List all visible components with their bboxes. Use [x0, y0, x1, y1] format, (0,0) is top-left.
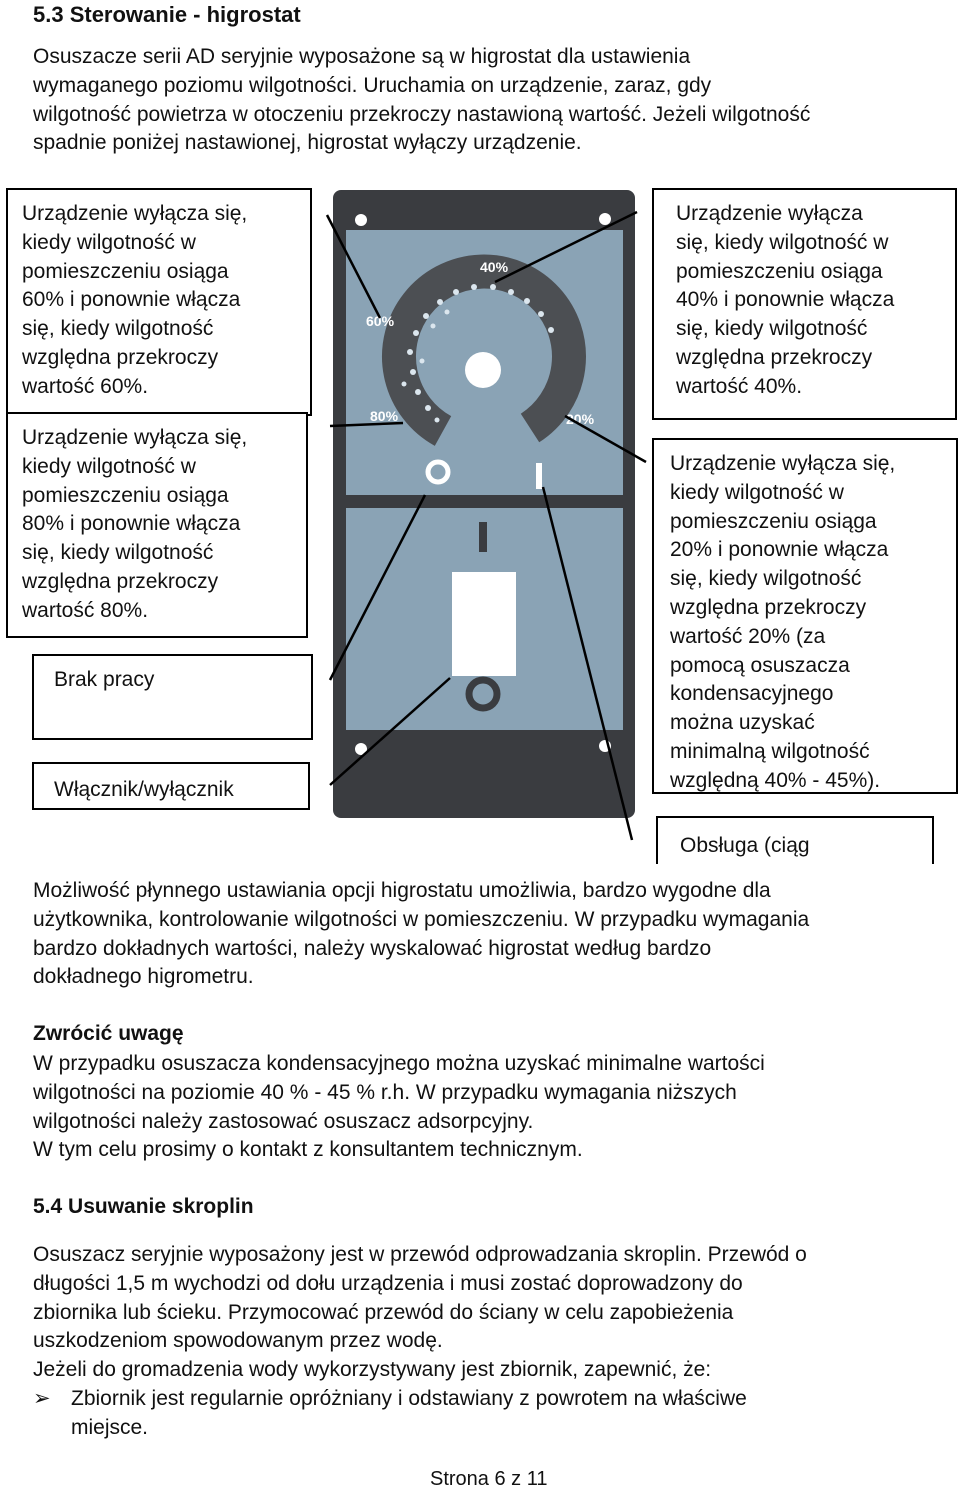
callout-80: Urządzenie wyłącza się, kiedy wilgotność… [6, 412, 308, 638]
section2-paragraph: Osuszacz seryjnie wyposażony jest w prze… [33, 1241, 807, 1385]
section2-heading: 5.4 Usuwanie skroplin [33, 1195, 254, 1218]
body-line: bardzo dokładnych wartości, należy wyska… [33, 936, 712, 960]
callout-line: Brak pracy [54, 668, 155, 691]
section2-line: Jeżeli do gromadzenia wody wykorzystywan… [33, 1358, 712, 1382]
callout-line: 20% i ponownie włącza [670, 538, 889, 562]
bullet-marker-icon: ➢ [33, 1387, 51, 1410]
note-line: W tym celu prosimy o kontakt z konsultan… [33, 1138, 583, 1162]
note-line: wilgotności należy zastosować osuszacz a… [33, 1109, 534, 1133]
dial-label-40: 40% [480, 259, 509, 275]
humidity-dial-arc[interactable] [381, 254, 586, 446]
dial-knob[interactable] [465, 352, 501, 388]
section2-line: zbiornika lub ścieku. Przymocować przewó… [33, 1300, 734, 1324]
callout-line: 60% i ponownie włącza [22, 288, 241, 312]
switch-on-mark-icon [479, 522, 487, 552]
callout-line: Urządzenie wyłącza [676, 202, 863, 225]
callout-line: można uzyskać [670, 711, 815, 735]
callout-line: Urządzenie wyłącza się, [22, 202, 248, 225]
mount-hole-icon [355, 743, 367, 755]
off-symbol-icon [425, 459, 451, 485]
callout-line: się, kiedy wilgotność [22, 541, 214, 565]
intro-line: Osuszacze serii AD seryjnie wyposażone s… [33, 45, 691, 68]
section2-line: Osuszacz seryjnie wyposażony jest w prze… [33, 1243, 807, 1266]
hygrostat-diagram: 40% 60% 80% 20% [325, 190, 647, 841]
intro-paragraph: Osuszacze serii AD seryjnie wyposażone s… [33, 43, 810, 158]
callout-line: pomieszczeniu osiąga [676, 259, 883, 283]
callout-line: pomieszczeniu osiąga [22, 483, 229, 507]
intro-line: spadnie poniżej nastawionej, higrostat w… [33, 131, 582, 155]
callout-line: względna przekroczy [22, 345, 219, 369]
on-symbol-icon [536, 463, 542, 489]
body-line: użytkownika, kontrolowanie wilgotności w… [33, 907, 810, 931]
callout-line: Obsługa (ciąg [680, 834, 810, 857]
callout-line: względna przekroczy [22, 569, 219, 593]
leader-lines [325, 210, 647, 841]
callout-line: kondensacyjnego [670, 682, 834, 706]
bullet-line: Zbiornik jest regularnie opróżniany i od… [71, 1387, 747, 1410]
callout-switch: Włącznik/wyłącznik [32, 762, 310, 810]
callout-line: się, kiedy wilgotność w [676, 230, 889, 254]
note-line: wilgotności na poziomie 40 % - 45 % r.h.… [33, 1080, 737, 1104]
body-paragraph: Możliwość płynnego ustawiania opcji higr… [33, 877, 809, 992]
intro-line: wymaganego poziomu wilgotności. Uruchami… [33, 73, 712, 97]
section2-line: uszkodzeniom spowodowanym przez wodę. [33, 1329, 443, 1353]
note-line: W przypadku osuszacza kondensacyjnego mo… [33, 1052, 765, 1075]
mount-hole-icon [599, 213, 611, 225]
note-heading: Zwrócić uwagę [33, 1022, 184, 1045]
callout-line: wartość 80%. [22, 598, 149, 622]
bullet-item: Zbiornik jest regularnie opróżniany i od… [71, 1385, 747, 1443]
dial-label-80: 80% [370, 408, 399, 424]
callout-line: pomieszczeniu osiąga [670, 509, 877, 533]
page-footer: Strona 6 z 11 [430, 1468, 548, 1490]
callout-line: się, kiedy wilgotność [22, 317, 214, 341]
dial-label-60: 60% [366, 313, 395, 329]
mount-hole-icon [355, 214, 367, 226]
callout-line: Urządzenie wyłącza się, [670, 452, 896, 475]
intro-line: wilgotność powietrza w otoczeniu przekro… [33, 102, 811, 126]
callout-line: względna przekroczy [676, 345, 873, 369]
section-heading: 5.3 Sterowanie - higrostat [33, 2, 301, 27]
callout-line: pomieszczeniu osiąga [22, 259, 229, 283]
switch-off-mark-icon [465, 676, 501, 712]
dial-label-20: 20% [566, 411, 595, 427]
callout-line: wartość 20% (za [670, 624, 826, 648]
callout-line: kiedy wilgotność w [22, 230, 196, 254]
callout-line: się, kiedy wilgotność [676, 317, 868, 341]
callout-line: się, kiedy wilgotność [670, 567, 862, 591]
callout-line: kiedy wilgotność w [670, 480, 844, 504]
callout-line: względna przekroczy [670, 595, 867, 619]
callout-line: pomocą osuszacza [670, 653, 850, 677]
callout-20: Urządzenie wyłącza się, kiedy wilgotność… [652, 438, 958, 794]
callout-line: wartość 60%. [22, 374, 149, 398]
callout-line: Urządzenie wyłącza się, [22, 426, 248, 449]
callout-40: Urządzenie wyłącza się, kiedy wilgotność… [652, 188, 957, 420]
callout-off: Brak pracy [32, 654, 313, 740]
callout-line: względną 40% - 45%). [670, 768, 881, 792]
power-switch[interactable] [452, 572, 516, 676]
droplet-icons [401, 284, 554, 423]
callout-line: 80% i ponownie włącza [22, 512, 241, 536]
callout-line: kiedy wilgotność w [22, 454, 196, 478]
callout-line: 40% i ponownie włącza [676, 288, 895, 312]
body-line: Możliwość płynnego ustawiania opcji higr… [33, 879, 771, 902]
callout-60: Urządzenie wyłącza się, kiedy wilgotność… [6, 188, 312, 416]
body-line: dokładnego higrometru. [33, 965, 254, 989]
callout-line: Włącznik/wyłącznik [54, 778, 234, 801]
note-paragraph: W przypadku osuszacza kondensacyjnego mo… [33, 1050, 765, 1165]
bullet-line: miejsce. [71, 1415, 149, 1439]
section2-line: długości 1,5 m wychodzi od dołu urządzen… [33, 1271, 743, 1295]
callout-line: minimalną wilgotność [670, 739, 870, 763]
callout-service: Obsługa (ciąg [656, 816, 934, 864]
callout-line: wartość 40%. [676, 374, 803, 398]
